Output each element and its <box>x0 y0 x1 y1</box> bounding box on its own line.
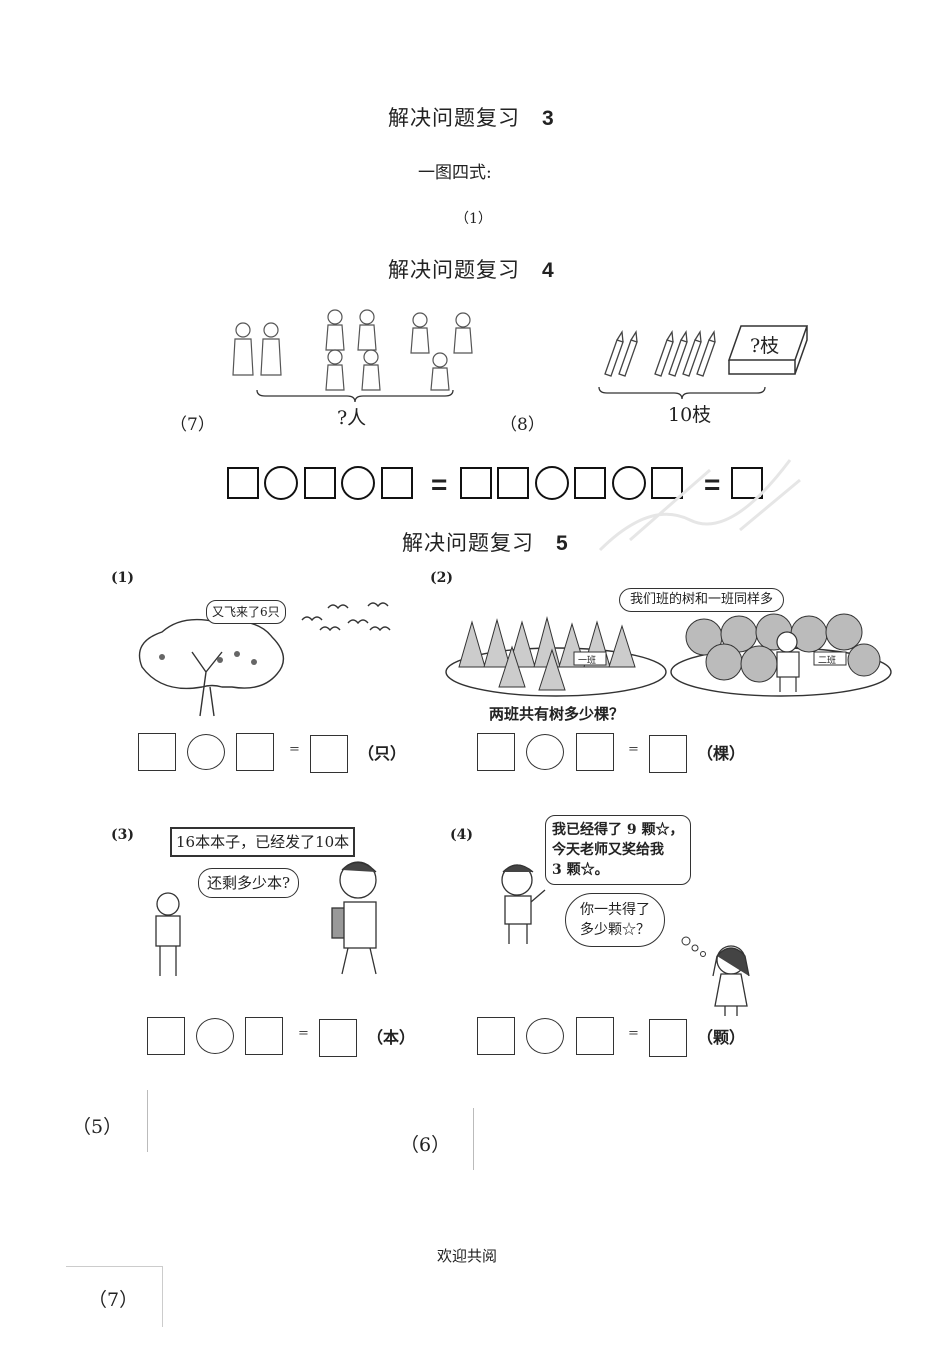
subtitle: 一图四式: <box>418 163 492 183</box>
operator-circle[interactable] <box>535 466 569 500</box>
answer-box[interactable] <box>576 733 614 771</box>
sign-label: 一班 <box>578 656 597 666</box>
forest-icon <box>445 613 892 697</box>
section-number: 4 <box>542 259 555 282</box>
tree-icon <box>138 618 285 717</box>
divider-line <box>473 1108 474 1170</box>
speech-bubble: 我已经得了 9 颗☆， 今天老师又奖给我 3 颗☆。 <box>545 815 691 885</box>
bubble-line: 3 颗☆。 <box>552 862 609 878</box>
answer-box[interactable] <box>138 733 176 771</box>
thought-bubble: 你一共得了 多少颗☆？ <box>565 893 665 947</box>
section-number: 5 <box>556 532 569 555</box>
boy-icon <box>155 892 181 976</box>
answer-box[interactable] <box>236 733 274 771</box>
bubble-line: 多少颗☆？ <box>580 922 650 938</box>
bubble-line: 我已经得了 9 颗☆， <box>552 822 684 838</box>
answer-box[interactable] <box>245 1017 283 1055</box>
divider-line <box>147 1090 148 1152</box>
answer-box[interactable] <box>477 733 515 771</box>
answer-box[interactable] <box>147 1017 185 1055</box>
answer-box[interactable] <box>227 467 259 499</box>
pencil-total: 10枝 <box>668 404 712 426</box>
section-title-text: 解决问题复习 <box>388 258 520 282</box>
unit-label: （只） <box>358 744 407 763</box>
section-title-text: 解决问题复习 <box>402 531 534 555</box>
answer-box[interactable] <box>310 735 348 773</box>
people-illustration <box>232 309 473 391</box>
people-question: ?人 <box>337 407 367 429</box>
label-7-bottom: （7） <box>88 1289 139 1311</box>
thought-dots <box>681 936 706 957</box>
problem-label-2: (2) <box>430 570 453 586</box>
boy-icon <box>501 864 546 944</box>
operator-circle[interactable] <box>612 466 646 500</box>
speech-bubble: 又飞来了6只 <box>206 600 286 624</box>
answer-box[interactable] <box>731 467 763 499</box>
answer-box[interactable] <box>574 467 606 499</box>
answer-box[interactable] <box>497 467 529 499</box>
answer-box[interactable] <box>477 1017 515 1055</box>
bubble-line: 你一共得了 <box>580 902 650 918</box>
answer-box[interactable] <box>460 467 492 499</box>
answer-box[interactable] <box>649 1019 687 1057</box>
equals-sign: = <box>298 1026 309 1041</box>
label-7: （7） <box>170 415 215 435</box>
operator-circle[interactable] <box>341 466 375 500</box>
speech-bubble: 还剩多少本? <box>198 868 300 898</box>
label-8: （8） <box>500 415 545 435</box>
pencil-box-icon <box>727 325 809 375</box>
footer-text: 欢迎共阅 <box>437 1247 498 1265</box>
question-text: 两班共有树多少棵？ <box>489 705 625 723</box>
pencils-illustration <box>604 330 716 377</box>
problem-label-3: (3) <box>111 827 134 843</box>
answer-box[interactable] <box>304 467 336 499</box>
problem-label-1: (1) <box>111 570 134 586</box>
section-title-3: 解决问题复习 3 <box>388 102 555 132</box>
section-title-5: 解决问题复习 5 <box>402 527 569 557</box>
operator-circle[interactable] <box>526 734 564 770</box>
operator-circle[interactable] <box>187 734 225 770</box>
label-5: （5） <box>72 1116 123 1138</box>
answer-box[interactable] <box>576 1017 614 1055</box>
item-label-1: （1） <box>455 211 492 227</box>
operator-circle[interactable] <box>264 466 298 500</box>
answer-box[interactable] <box>651 467 683 499</box>
unit-label: （棵） <box>697 744 746 763</box>
answer-box[interactable] <box>649 735 687 773</box>
operator-circle[interactable] <box>196 1018 234 1054</box>
unit-label: （颗） <box>697 1028 746 1047</box>
watermark-scribble <box>598 459 801 552</box>
equals-sign: = <box>289 742 300 757</box>
boy-carrying-books-icon <box>331 861 377 975</box>
girl-icon <box>712 945 750 1016</box>
section-title-4: 解决问题复习 4 <box>388 254 555 284</box>
problem-label-4: (4) <box>450 827 473 843</box>
bubble-line: 今天老师又奖给我 <box>552 842 664 858</box>
equals-sign: = <box>628 1026 639 1041</box>
sign-label-2: 二班 <box>818 656 837 666</box>
label-6: （6） <box>400 1134 451 1156</box>
speech-bubble: 我们班的树和一班同样多 <box>619 588 785 612</box>
answer-box[interactable] <box>319 1019 357 1057</box>
operator-circle[interactable] <box>526 1018 564 1054</box>
section-number: 3 <box>542 107 555 130</box>
equals-sign: = <box>628 742 639 757</box>
equals-sign: = <box>704 469 721 500</box>
bottom-frame <box>66 1266 163 1327</box>
unit-label: （本） <box>367 1028 416 1047</box>
people-brace <box>256 389 454 403</box>
pencil-brace <box>598 386 766 400</box>
answer-box[interactable] <box>381 467 413 499</box>
section-title-text: 解决问题复习 <box>388 106 520 130</box>
equals-sign: = <box>431 469 448 500</box>
pencil-box-label: ?枝 <box>750 335 780 357</box>
speech-bubble: 16本本子，已经发了10本 <box>170 827 356 857</box>
birds-icon <box>301 602 391 632</box>
